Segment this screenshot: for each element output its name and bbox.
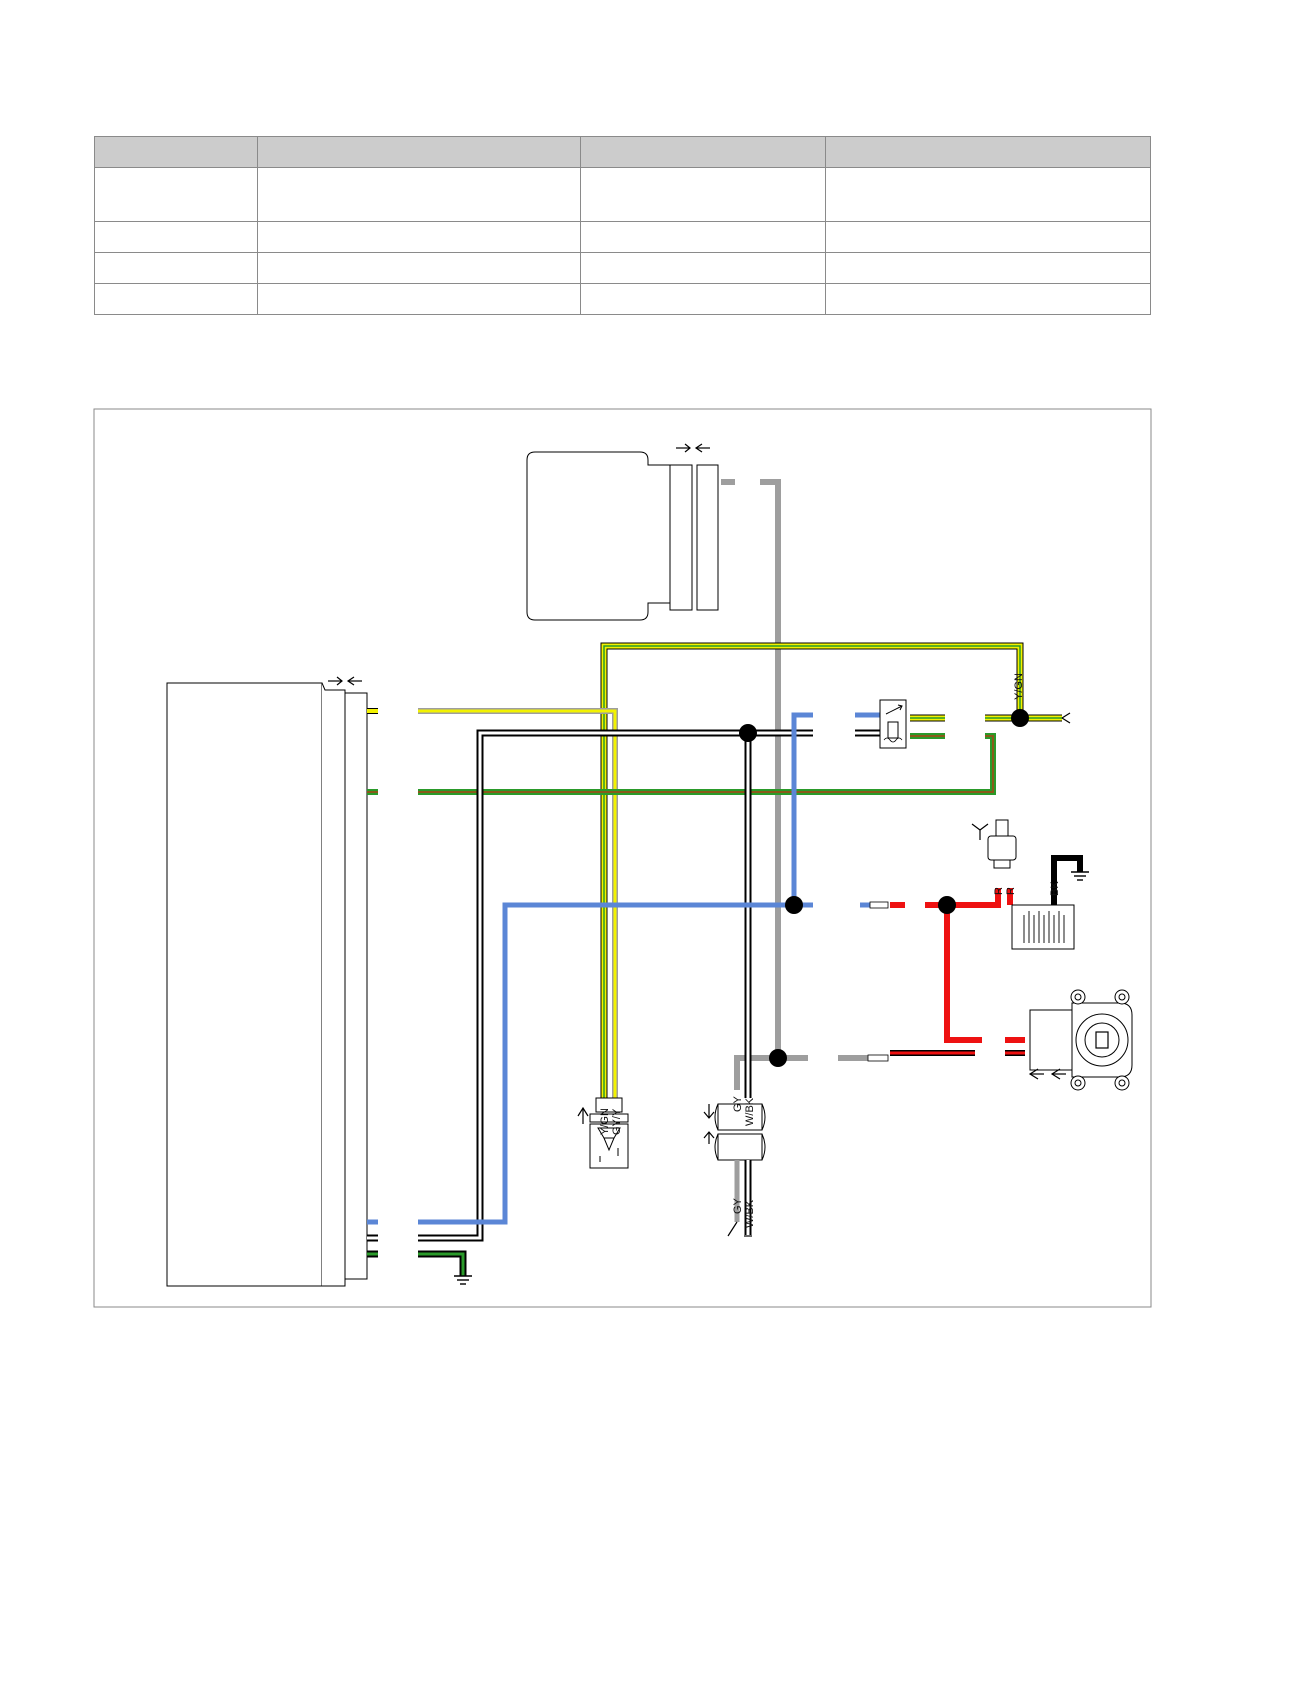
table-row	[94, 283, 1151, 315]
table-cell	[257, 167, 581, 222]
connector-pin	[867, 901, 889, 1062]
temperature-switch-icon	[589, 1097, 629, 1169]
left-module	[166, 682, 368, 1287]
wire-blue	[367, 712, 880, 1225]
wire-label-r: R	[1005, 887, 1017, 895]
wire-gy-y	[367, 708, 618, 1098]
connector-fork-icon	[328, 676, 362, 686]
connector-fork-icon	[971, 823, 989, 840]
switch-contact-icon	[727, 1221, 752, 1237]
wire-label-r: R	[993, 887, 1005, 895]
battery-icon	[1011, 904, 1075, 950]
relay-icon	[879, 699, 907, 749]
upper-module	[526, 451, 719, 621]
wire-label-gy-y: GY/Y	[611, 1108, 623, 1135]
wire-label-w-bk: W/BK	[744, 1097, 756, 1126]
table-header-cell	[825, 136, 1151, 168]
connector-fork-icon	[703, 1104, 715, 1144]
legend-table	[94, 136, 1151, 315]
table-cell	[257, 283, 581, 315]
splice-dot	[938, 896, 956, 914]
connector-fork-icon	[676, 443, 710, 453]
wire-label-bk: BK	[1049, 881, 1061, 896]
splice-dot	[1011, 709, 1029, 727]
table-cell	[257, 252, 581, 284]
wire-label-y-gn: Y/GN	[599, 1108, 611, 1135]
wire-label-w-bk: W/BK	[744, 1199, 756, 1228]
splice-dot	[785, 896, 803, 914]
ground-symbol-icon	[454, 1275, 472, 1285]
table-header-cell	[94, 136, 258, 168]
ignition-switch-icon	[1029, 989, 1133, 1091]
wire-label-gy: GY	[732, 1197, 744, 1214]
table-cell	[94, 283, 258, 315]
wire-y-gn	[600, 642, 1062, 1098]
table-cell	[580, 252, 826, 284]
wire-brown-gn	[367, 733, 996, 795]
wire-bk	[1051, 855, 1083, 905]
wire-red	[890, 888, 1025, 1056]
wire-w-bk	[367, 729, 880, 1242]
splice-dot	[769, 1049, 787, 1067]
connector-fork-icon	[577, 1106, 589, 1124]
table-cell	[825, 167, 1151, 222]
fuse-icon	[987, 819, 1017, 869]
table-header-cell	[580, 136, 826, 168]
diagram-frame	[93, 408, 1152, 1308]
wire-label-y-gn: Y/GN	[1013, 673, 1025, 700]
table-row	[94, 252, 1151, 284]
wire-label-gy: GY	[732, 1095, 744, 1112]
splice-dot	[739, 724, 757, 742]
connector-block	[714, 1103, 766, 1161]
wire-green-ground	[367, 1250, 467, 1276]
table-cell	[825, 283, 1151, 315]
connector-fork-icon	[1061, 712, 1071, 724]
wire-gy-lower	[734, 1160, 752, 1235]
ground-symbol-icon	[1071, 871, 1089, 881]
table-row	[94, 221, 1151, 253]
table-cell	[580, 283, 826, 315]
connector-fork-icon	[1028, 1068, 1066, 1080]
